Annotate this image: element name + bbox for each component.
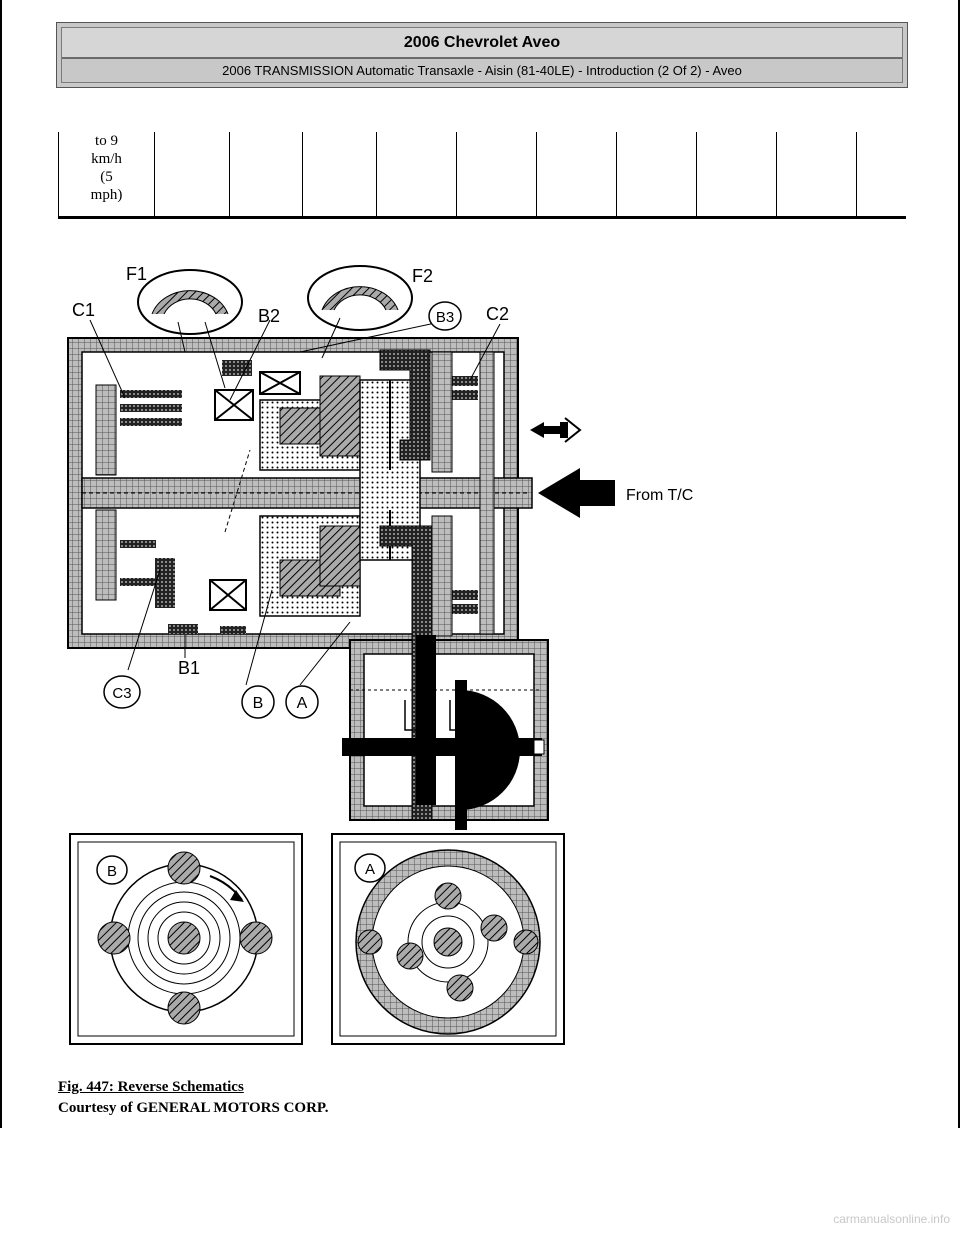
clutch-c1 [95, 384, 182, 476]
detail-label-a: A [365, 861, 375, 878]
label-b2: B2 [258, 306, 280, 326]
label-b1: B1 [178, 658, 200, 678]
label-b3: B3 [436, 309, 454, 326]
brake-b3 [259, 371, 301, 395]
label-b-circle [241, 685, 275, 719]
table-cell-empty [456, 132, 537, 219]
table-cell-empty [776, 132, 857, 219]
cell-line: km/h [91, 151, 122, 167]
table-cell-empty [616, 132, 697, 219]
label-from-tc: From T/C [626, 487, 693, 504]
one-way-clutch-f2 [307, 265, 413, 359]
brake-b1 [168, 579, 247, 634]
table-cell-empty [696, 132, 777, 219]
one-way-clutch-f1 [137, 269, 243, 389]
leader-lines [89, 319, 501, 686]
cell-line: (5 [100, 169, 113, 185]
reverse-schematic-figure: F1 F2 C1 B2 C2 B1 B3 C3 B A From T/C B [67, 264, 693, 1045]
table-cell-speed: to 9 km/h (5 mph) [58, 132, 155, 219]
cell-line: to 9 [95, 133, 118, 149]
table-cell-empty [376, 132, 457, 219]
page-right-rule [958, 0, 960, 1128]
label-c3: C3 [112, 685, 131, 702]
page-header-inner: 2006 Chevrolet Aveo 2006 TRANSMISSION Au… [61, 27, 903, 83]
label-c3-circle [103, 675, 141, 709]
output-arrow [530, 417, 582, 443]
label-a: A [297, 695, 308, 712]
page-left-rule [0, 0, 2, 1128]
table-cell-empty [856, 132, 906, 219]
label-f2: F2 [412, 266, 433, 286]
input-arrow [538, 468, 615, 518]
differential [342, 635, 545, 830]
table-cell-empty [154, 132, 230, 219]
page-header: 2006 Chevrolet Aveo 2006 TRANSMISSION Au… [56, 22, 908, 88]
figure-title: Fig. 447: Reverse Schematics [58, 1079, 244, 1095]
main-shaft [81, 477, 533, 509]
table-cell-empty [536, 132, 617, 219]
section-subtitle: 2006 TRANSMISSION Automatic Transaxle - … [222, 63, 742, 78]
figure-credit: Courtesy of GENERAL MOTORS CORP. [58, 1100, 329, 1116]
label-f1: F1 [126, 264, 147, 284]
label-c1: C1 [72, 300, 95, 320]
table-cell-empty [229, 132, 303, 219]
table-cell-empty [302, 132, 377, 219]
detail-panel-b: B [69, 833, 303, 1045]
label-b: B [253, 695, 264, 712]
cell-line: mph) [90, 187, 123, 203]
clutch-c2 [452, 351, 495, 635]
label-c2: C2 [486, 304, 509, 324]
detail-panel-a: A [331, 833, 565, 1045]
vehicle-title: 2006 Chevrolet Aveo [62, 28, 902, 59]
speed-table-fragment: to 9 km/h (5 mph) [58, 132, 906, 219]
label-a-circle [285, 685, 319, 719]
figure-caption: Fig. 447: Reverse Schematics Courtesy of… [58, 1077, 328, 1119]
label-b3-circle [428, 301, 462, 331]
detail-label-b: B [107, 863, 117, 880]
site-watermark: carmanualsonline.info [833, 1212, 950, 1226]
